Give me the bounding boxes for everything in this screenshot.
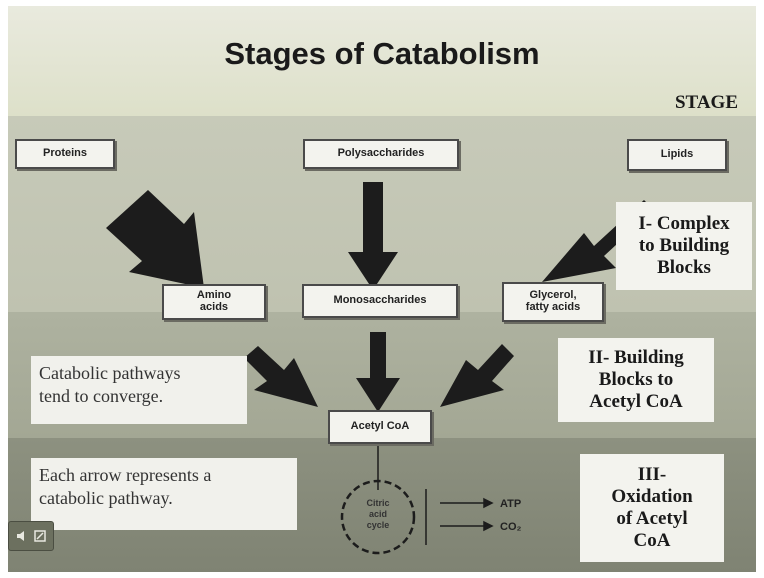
lipids-box: Lipids [627,139,727,171]
arrow-poly-to-mono [348,182,398,290]
co2-label: CO₂ [500,521,522,533]
arrow-glycerol-to-acetyl [440,344,514,407]
arrow-to-atp-head [483,497,494,509]
polysaccharides-box: Polysaccharides [303,139,459,169]
atp-label: ATP [500,498,521,510]
title-band [8,6,756,116]
settings-icon[interactable] [33,529,47,543]
stage-3-label: III- Oxidation of Acetyl CoA [580,454,724,562]
converge-note: Catabolic pathways tend to converge. [31,356,247,424]
citric-cycle-line: cycle [367,520,390,530]
proteins-box: Proteins [15,139,115,169]
speaker-icon[interactable] [15,529,29,543]
arrow-to-co2-head [483,520,494,532]
slide-title: Stages of Catabolism [224,36,540,71]
arrow-amino-to-acetyl [244,346,318,407]
slide-controls[interactable] [8,521,54,551]
glycerol-fatty-acids-box: Glycerol, fatty acids [502,282,604,322]
arrow-proteins-to-amino [106,190,204,288]
amino-acids-box: Amino acids [162,284,266,320]
acetyl-coa-box: Acetyl CoA [328,410,432,444]
stage-header: STAGE [674,92,738,113]
citric-acid-cycle-ring [340,479,416,555]
arrow-mono-to-acetyl [356,332,400,412]
citric-cycle-line: acid [369,509,387,519]
stage-2-label: II- Building Blocks to Acetyl CoA [558,338,714,422]
stage-1-label: I- Complex to Building Blocks [616,202,752,290]
arrow-note: Each arrow represents a catabolic pathwa… [31,458,297,530]
citric-cycle-line: Citric [366,498,389,508]
monosaccharides-box: Monosaccharides [302,284,458,318]
